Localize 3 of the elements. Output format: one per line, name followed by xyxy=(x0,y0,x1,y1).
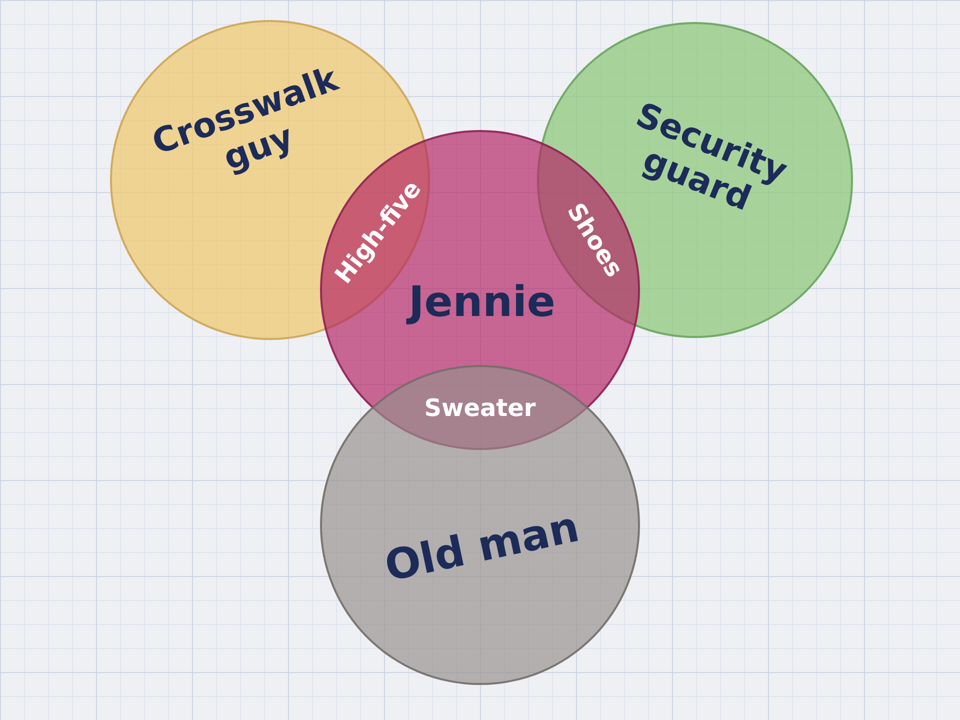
overlap-label: Sweater xyxy=(424,394,536,422)
circle-label: Old man xyxy=(380,500,584,593)
circle-label: Jennie xyxy=(352,278,612,326)
